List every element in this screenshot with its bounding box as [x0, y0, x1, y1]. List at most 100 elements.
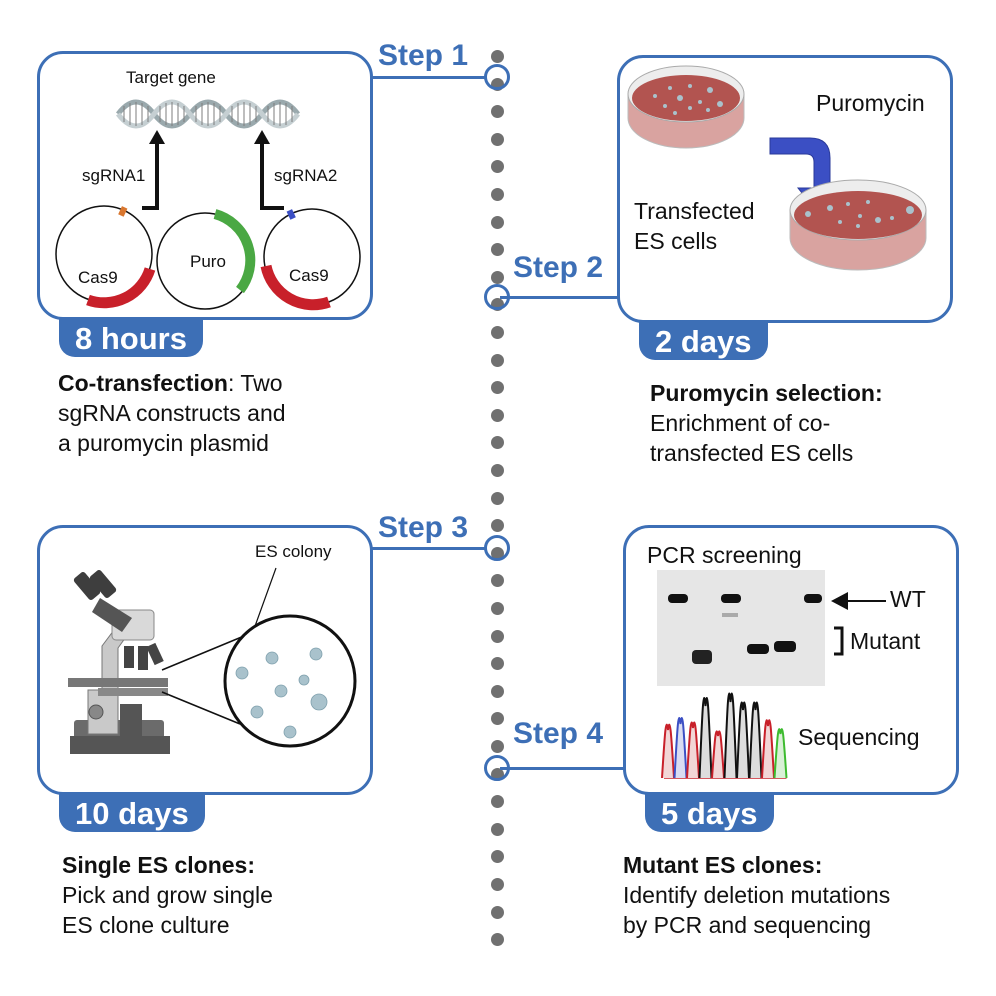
- step-1-node: [484, 64, 510, 90]
- step-3-desc-line: ES clone culture: [62, 912, 230, 938]
- step-2-description: Puromycin selection: Enrichment of co- t…: [650, 378, 883, 468]
- sgrna2-label: sgRNA2: [274, 166, 338, 185]
- step-3-title: Single ES clones:: [62, 852, 255, 878]
- step-1-title-suffix: : Two: [227, 370, 283, 396]
- timeline-dot: [491, 381, 504, 394]
- step-3-panel: ES colony: [37, 525, 373, 795]
- timeline-dot: [491, 850, 504, 863]
- timeline-dot: [491, 464, 504, 477]
- cas9-plasmid-1-icon: [55, 205, 156, 309]
- chromatogram-peak: [773, 728, 788, 779]
- step-2-desc-line: Enrichment of co-: [650, 410, 831, 436]
- step-1-description: Co-transfection: Two sgRNA constructs an…: [58, 368, 286, 458]
- step-2-panel: Puromycin Transfected ES cells: [617, 55, 953, 323]
- transfected-cells-line: Transfected: [634, 198, 755, 224]
- timeline-dot: [491, 906, 504, 919]
- step-4-duration-badge: 5 days: [645, 794, 774, 832]
- timeline-dot: [491, 326, 504, 339]
- chromatogram-peak: [711, 730, 725, 779]
- timeline-dot: [491, 657, 504, 670]
- timeline-dot: [491, 409, 504, 422]
- sgrna1-arrow-icon: [142, 142, 159, 210]
- timeline-dot: [491, 630, 504, 643]
- timeline-dot: [491, 602, 504, 615]
- timeline-dot: [491, 271, 504, 284]
- step-3-duration-badge: 10 days: [59, 794, 205, 832]
- step-4-node: [484, 755, 510, 781]
- cotransfection-illustration: [55, 99, 361, 311]
- chromatogram-peak: [723, 692, 738, 779]
- step-4-desc-line: by PCR and sequencing: [623, 912, 872, 938]
- pcr-sequencing-illustration: [657, 570, 886, 779]
- timeline-dot: [491, 795, 504, 808]
- pcr-gel-image: [657, 570, 825, 686]
- chromatogram-peak: [761, 719, 775, 779]
- step-1-connector: [372, 76, 486, 79]
- transfected-cells-line: ES cells: [634, 228, 718, 254]
- step-1-duration-badge: 8 hours: [59, 319, 203, 357]
- step-1-title: Co-transfection: [58, 370, 228, 396]
- transfected-cells-label: Transfected ES cells: [634, 196, 755, 256]
- sgrna2-arrow-icon: [260, 142, 284, 210]
- chromatogram-peak: [673, 717, 688, 779]
- microscope-illustration: [68, 567, 357, 754]
- step-4-label: Step 4: [513, 717, 604, 750]
- chromatogram-peak: [736, 701, 750, 779]
- step-2-duration-badge: 2 days: [639, 322, 768, 360]
- step-1-panel: Target gene sgRNA1 sgRNA2 Cas9 Puro Cas9: [37, 51, 373, 320]
- step-3-label: Step 3: [378, 511, 469, 544]
- timeline-dot: [491, 823, 504, 836]
- puro-label: Puro: [190, 252, 226, 271]
- step-4-title: Mutant ES clones:: [623, 852, 823, 878]
- timeline-dot: [491, 243, 504, 256]
- timeline-dot: [491, 933, 504, 946]
- step-4-connector: [500, 767, 624, 770]
- timeline-dot: [491, 685, 504, 698]
- sequencing-label: Sequencing: [798, 724, 920, 750]
- sgrna1-label: sgRNA1: [82, 166, 146, 185]
- microscope-icon: [68, 570, 170, 754]
- wt-label: WT: [890, 586, 926, 612]
- chromatogram-peak: [698, 697, 713, 779]
- timeline-dot: [491, 160, 504, 173]
- pcr-screening-label: PCR screening: [647, 542, 802, 568]
- timeline-dot: [491, 50, 504, 63]
- step-2-title: Puromycin selection:: [650, 380, 883, 406]
- cas9-label-1: Cas9: [78, 268, 118, 287]
- timeline-dot: [491, 105, 504, 118]
- chromatogram-image: [661, 692, 788, 779]
- mutant-bracket-icon: [834, 626, 844, 656]
- cas9-label-2: Cas9: [289, 266, 329, 285]
- timeline-dot: [491, 354, 504, 367]
- target-gene-label: Target gene: [126, 68, 216, 87]
- step-4-panel: PCR screening WT Mutant Sequencing: [623, 525, 959, 795]
- cas9-plasmid-2-icon: [260, 208, 361, 311]
- step-4-description: Mutant ES clones: Identify deletion muta…: [623, 850, 890, 940]
- petri-dish-before-icon: [627, 65, 745, 149]
- es-colony-label: ES colony: [255, 542, 332, 561]
- timeline-dot: [491, 574, 504, 587]
- step-1-desc-line: a puromycin plasmid: [58, 430, 269, 456]
- step-2-desc-line: transfected ES cells: [650, 440, 854, 466]
- puro-plasmid-icon: [156, 209, 256, 310]
- timeline-dot: [491, 216, 504, 229]
- timeline-dot: [491, 492, 504, 505]
- step-1-label: Step 1: [378, 39, 469, 72]
- puromycin-label: Puromycin: [816, 90, 925, 116]
- timeline-dot: [491, 712, 504, 725]
- timeline-dot: [491, 188, 504, 201]
- wt-arrow-icon: [831, 592, 886, 610]
- timeline-dot: [491, 878, 504, 891]
- step-1-desc-line: sgRNA constructs and: [58, 400, 286, 426]
- step-2-label: Step 2: [513, 251, 604, 284]
- chromatogram-peak: [686, 721, 700, 779]
- selection-illustration: [627, 65, 927, 271]
- chromatogram-peak: [661, 723, 675, 779]
- chromatogram-peak: [748, 701, 763, 779]
- step-2-node: [484, 284, 510, 310]
- dna-helix-icon: [116, 99, 300, 129]
- timeline-dot: [491, 436, 504, 449]
- timeline-dot: [491, 740, 504, 753]
- step-4-desc-line: Identify deletion mutations: [623, 882, 891, 908]
- step-3-description: Single ES clones: Pick and grow single E…: [62, 850, 273, 940]
